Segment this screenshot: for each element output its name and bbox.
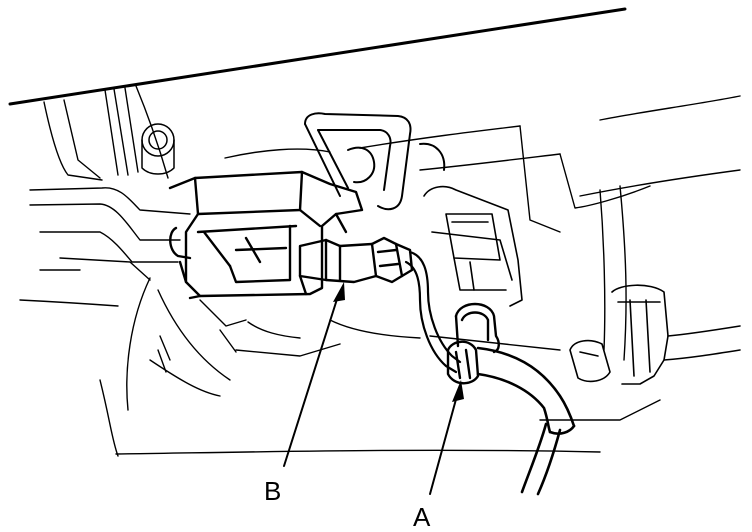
connector-b <box>298 236 414 296</box>
callout-label-a: A <box>413 502 431 532</box>
callout-label-b: B <box>264 476 281 506</box>
dashboard-panel <box>19 85 741 361</box>
wire-harness-thin <box>404 250 462 374</box>
leader-b <box>283 295 339 467</box>
arrowhead-a <box>452 380 464 402</box>
dashboard-top-edge <box>8 7 627 106</box>
clip-a <box>446 302 500 385</box>
callout-leaders <box>283 295 459 495</box>
leader-a <box>429 391 459 495</box>
arrowhead-b <box>333 282 345 302</box>
wire-harness-thick <box>476 346 576 496</box>
center-bracket <box>304 112 446 211</box>
right-mount <box>423 185 523 307</box>
round-fastener <box>141 123 175 175</box>
module-housing <box>168 170 364 300</box>
right-component <box>569 284 741 385</box>
lower-dashboard-curves <box>99 277 661 457</box>
